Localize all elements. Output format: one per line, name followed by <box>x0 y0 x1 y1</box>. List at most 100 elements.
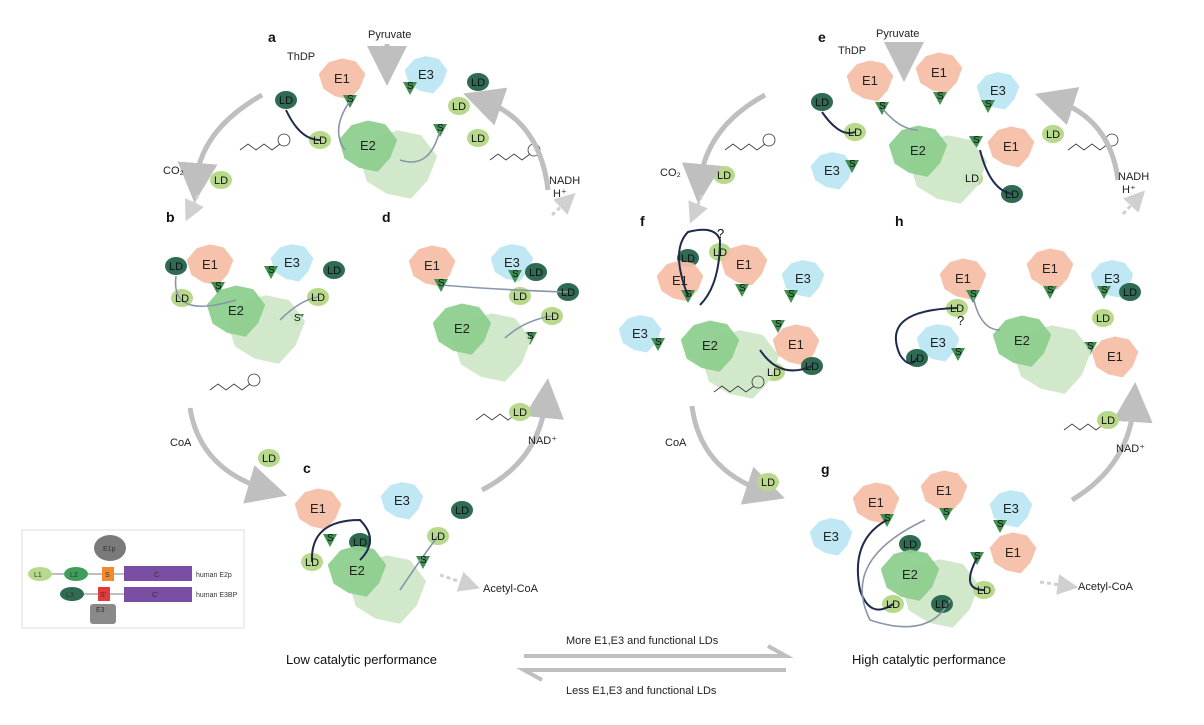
inset-c2-bar <box>124 587 192 602</box>
shapes-layer <box>21 42 1153 682</box>
ld-label: LD <box>262 453 276 465</box>
subunit-binding-domain <box>845 160 859 173</box>
ld-label: LD <box>815 97 829 109</box>
ld-label: LD <box>681 253 695 265</box>
subunit-binding-domain <box>939 508 953 521</box>
ld-label: LD <box>713 247 727 259</box>
inset-e2p-label: human E2p <box>196 572 232 579</box>
s-label: S <box>420 555 427 566</box>
e1-label: E1 <box>862 73 878 88</box>
hplus-label-left: H⁺ <box>553 188 567 200</box>
e2-label: E2 <box>349 563 365 578</box>
lipoyl-domain <box>509 287 531 305</box>
lipoyl-domain <box>931 595 953 613</box>
inset-c-label: C <box>154 572 159 579</box>
nadh-release-left <box>550 192 576 217</box>
inset-e3bp-label: human E3BP <box>196 592 238 599</box>
linker <box>861 519 951 628</box>
panel-label-d: d <box>382 209 391 225</box>
lipoyl-domain <box>757 473 779 491</box>
subunit-binding-domain <box>981 100 995 113</box>
linker <box>504 315 553 339</box>
acetylcoa-release-right <box>1039 574 1079 595</box>
s-label: S <box>849 159 856 170</box>
ld-label: LD <box>910 353 924 365</box>
subunit-binding-domain <box>403 82 417 95</box>
lipoyl-domain <box>275 91 297 109</box>
s-label: S <box>997 519 1004 530</box>
high-performance-label: High catalytic performance <box>852 652 1006 667</box>
ld-label: LD <box>903 539 917 551</box>
forward-equilibrium-arrow <box>524 644 794 658</box>
e1-enzyme <box>318 58 366 100</box>
e3-label: E3 <box>504 255 520 270</box>
e3-enzyme <box>618 315 662 353</box>
subunit-binding-domain <box>508 270 522 283</box>
subunit-binding-domain <box>771 320 785 333</box>
s-label: S <box>1101 285 1108 296</box>
lipoyl-domain <box>525 263 547 281</box>
coa-label-right: CoA <box>665 437 687 449</box>
s-label: S <box>685 289 692 300</box>
e1-label: E1 <box>202 257 218 272</box>
s-label: S <box>973 135 980 146</box>
linker <box>881 107 919 131</box>
e3-enzyme <box>270 244 314 282</box>
e1-label: E1 <box>936 483 952 498</box>
s-label: S <box>215 281 222 292</box>
e1-label: E1 <box>1005 545 1021 560</box>
e1-enzyme <box>408 245 456 287</box>
s-label: S <box>437 123 444 134</box>
linker <box>979 149 1013 195</box>
e1-enzyme <box>987 126 1035 168</box>
e1-label: E1 <box>1042 261 1058 276</box>
e2-label: E2 <box>902 567 918 582</box>
e1-enzyme <box>1091 336 1139 378</box>
hplus-label-right: H⁺ <box>1122 184 1136 196</box>
lipoyl-domain <box>899 535 921 553</box>
e3-label: E3 <box>824 163 840 178</box>
lipoyl-domain <box>258 449 280 467</box>
e1-enzyme <box>186 244 234 286</box>
e3-label: E3 <box>930 335 946 350</box>
panel-label-c: c <box>303 460 311 476</box>
e1-enzyme <box>772 324 820 366</box>
e1-label: E1 <box>736 257 752 272</box>
e3-enzyme <box>916 324 960 362</box>
e3-label: E3 <box>1104 271 1120 286</box>
lipoamide-structure <box>209 383 251 391</box>
co2-release-left <box>184 194 204 222</box>
thdp-label: ThDP <box>287 51 315 63</box>
s-label: S <box>655 337 662 348</box>
lipoamide-structure <box>475 413 517 421</box>
e3-enzyme <box>380 482 424 520</box>
e2-label: E2 <box>360 138 376 153</box>
s-label: S <box>943 507 950 518</box>
lipoyl-domain <box>1092 309 1114 327</box>
ld-label: LD <box>1101 415 1115 427</box>
thdp-label-right: ThDP <box>838 45 866 57</box>
ld-label: LD <box>169 261 183 273</box>
e3-enzyme <box>976 72 1020 110</box>
lipoyl-domain <box>1042 125 1064 143</box>
cycle-arrow-b-c <box>187 407 288 504</box>
e3-label: E3 <box>823 529 839 544</box>
linker <box>969 557 985 591</box>
subunit-binding-domain <box>951 348 965 361</box>
ld-label: LD <box>848 127 862 139</box>
linker <box>310 518 371 563</box>
lipoamide-structure <box>489 153 531 161</box>
subunit-binding-domain <box>969 136 983 149</box>
e3-label: E3 <box>394 493 410 508</box>
e2-enzyme <box>206 285 266 337</box>
e2-label: E2 <box>702 338 718 353</box>
e1-label: E1 <box>931 65 947 80</box>
cycle-arrow-h-e <box>1034 87 1121 181</box>
s-label: S <box>937 91 944 102</box>
s-label: S <box>407 81 414 92</box>
cycle-arrow-g-h <box>1070 382 1153 503</box>
inset-e1-label: E1p <box>103 546 116 553</box>
e1-enzyme <box>915 52 963 94</box>
